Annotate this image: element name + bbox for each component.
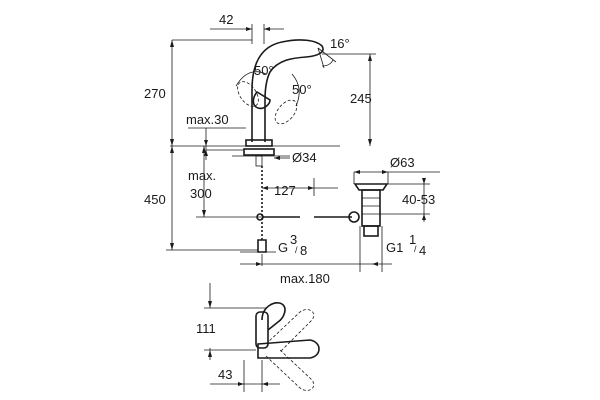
plan-spout [261,302,286,331]
dim-waste-thread-den: 4 [419,243,426,258]
faucet-plan-view [255,302,320,391]
elevation-dimensions: 42 16° 50° 50° 270 245 max.30 Ø [144,12,440,286]
dim-tail-max-value: 300 [190,186,212,201]
plan-lever [257,339,320,359]
dim-deck-thickness: max.30 [186,112,229,127]
plan-lever-ghost-1 [265,309,315,353]
dim-supply-thread-slash: / [295,245,298,255]
plan-lever-ghost-2 [265,349,315,391]
dim-plan-offset: 43 [218,367,232,382]
faucet-base [245,139,273,147]
lever-ghost-right [274,99,298,125]
dim-supply-distance: max.180 [280,271,330,286]
dim-lever-angle-right: 50° [292,82,312,97]
dim-spout-angle: 16° [330,36,350,51]
dim-waste-thread-slash: / [414,244,417,254]
dim-spout-height: 245 [350,91,372,106]
plan-body [255,311,269,349]
faucet-elevation-view [170,39,389,253]
dim-spout-offset: 42 [219,12,233,27]
dim-total-height: 270 [144,86,166,101]
dim-waste-thread: G1 [386,240,403,255]
mounting-nut [243,148,275,156]
dim-hole-diameter: Ø34 [292,150,317,165]
dim-supply-thread-num: 3 [290,232,297,247]
faucet-spout [251,39,324,142]
dim-waste-thread-range: 40-53 [402,192,435,207]
waste-fitting [348,183,389,237]
dim-waste-thread-num: 1 [409,232,416,247]
dim-waste-length: 450 [144,192,166,207]
faucet-lever [252,90,271,110]
dim-tail-max: max. [188,168,216,183]
dim-supply-thread: G [278,240,288,255]
dim-lever-angle-left: 50° [254,63,274,78]
dim-waste-diameter: Ø63 [390,155,415,170]
dim-supply-thread-den: 8 [300,243,307,258]
dim-plan-depth: 111 [196,321,216,336]
dim-waste-distance: 127 [274,183,296,198]
mounting-shank [255,155,263,167]
plan-dimensions: 111 43 [196,283,280,392]
supply-hose-end [257,239,267,253]
lever-ghost-left [237,81,259,107]
